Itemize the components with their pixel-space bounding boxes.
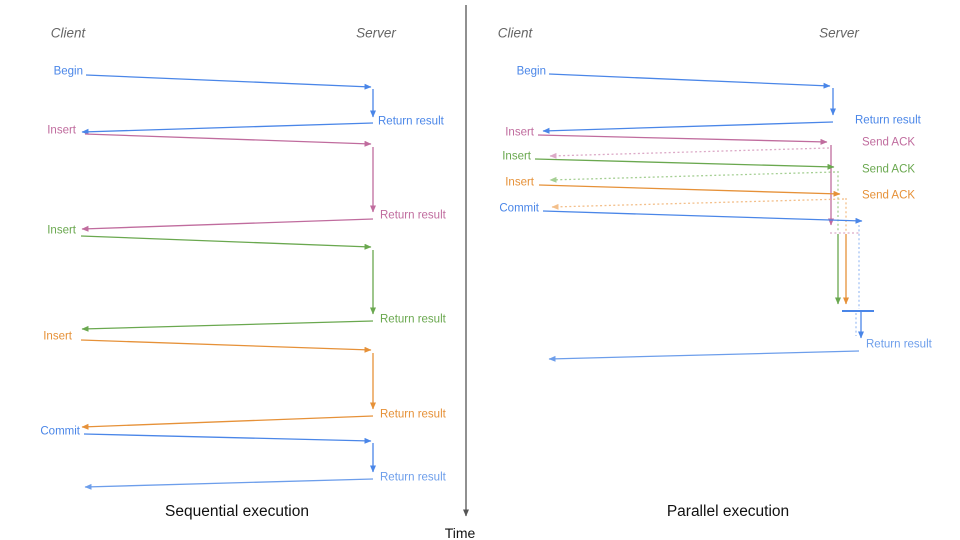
flow-line-sequential-14 (84, 478, 374, 490)
message-label-sequential-server-4: Return result (380, 471, 446, 484)
message-label-sequential-server-2: Return result (380, 313, 446, 326)
flow-line-parallel-6 (534, 158, 835, 170)
flow-line-sequential-12 (83, 433, 372, 444)
panel-title-sequential: Sequential execution (165, 503, 309, 520)
flow-line-parallel-5 (549, 147, 830, 159)
flow-line-sequential-3 (84, 133, 372, 147)
client-actor-parallel: Client (497, 25, 533, 41)
flow-line-parallel-3 (537, 134, 828, 145)
flow-line-parallel-20 (548, 350, 860, 362)
flow-line-parallel-0 (548, 73, 831, 89)
flow-line-parallel-11 (551, 198, 845, 210)
message-label-sequential-client-3: Insert (43, 330, 72, 343)
client-actor-sequential: Client (50, 25, 86, 41)
message-label-parallel-server-2: Send ACK (862, 163, 916, 176)
flow-line-sequential-0 (85, 74, 372, 90)
message-label-sequential-server-0: Return result (378, 115, 444, 128)
message-label-parallel-client-0: Begin (516, 65, 546, 78)
flow-line-sequential-2 (81, 122, 374, 135)
flow-line-sequential-11 (81, 415, 374, 430)
message-label-parallel-client-3: Insert (505, 176, 534, 189)
flow-line-sequential-6 (80, 235, 372, 250)
message-label-parallel-client-1: Insert (505, 126, 534, 139)
server-actor-parallel: Server (819, 25, 859, 41)
message-label-parallel-server-4: Return result (866, 338, 932, 351)
message-label-parallel-client-4: Commit (499, 202, 539, 215)
flow-line-parallel-12 (542, 210, 863, 224)
message-label-parallel-server-3: Send ACK (862, 189, 916, 202)
panel-title-parallel: Parallel execution (666, 503, 790, 520)
message-label-parallel-server-1: Send ACK (862, 136, 916, 149)
flow-line-sequential-8 (81, 320, 374, 332)
flow-line-sequential-9 (80, 339, 372, 353)
flow-line-parallel-2 (542, 121, 834, 134)
message-label-sequential-client-1: Insert (47, 124, 76, 137)
message-label-parallel-client-2: Insert (502, 150, 531, 163)
server-actor-sequential: Server (356, 25, 396, 41)
message-label-sequential-client-0: Begin (53, 65, 83, 78)
time-axis-label: Time (444, 525, 476, 540)
flow-line-parallel-8 (549, 171, 836, 183)
flow-line-parallel-9 (538, 184, 841, 197)
flow-line-sequential-5 (81, 218, 374, 232)
message-label-sequential-client-4: Commit (40, 425, 80, 438)
message-label-parallel-server-0: Return result (855, 114, 921, 127)
message-label-sequential-server-3: Return result (380, 408, 446, 421)
message-label-sequential-server-1: Return result (380, 209, 446, 222)
message-label-sequential-client-2: Insert (47, 224, 76, 237)
